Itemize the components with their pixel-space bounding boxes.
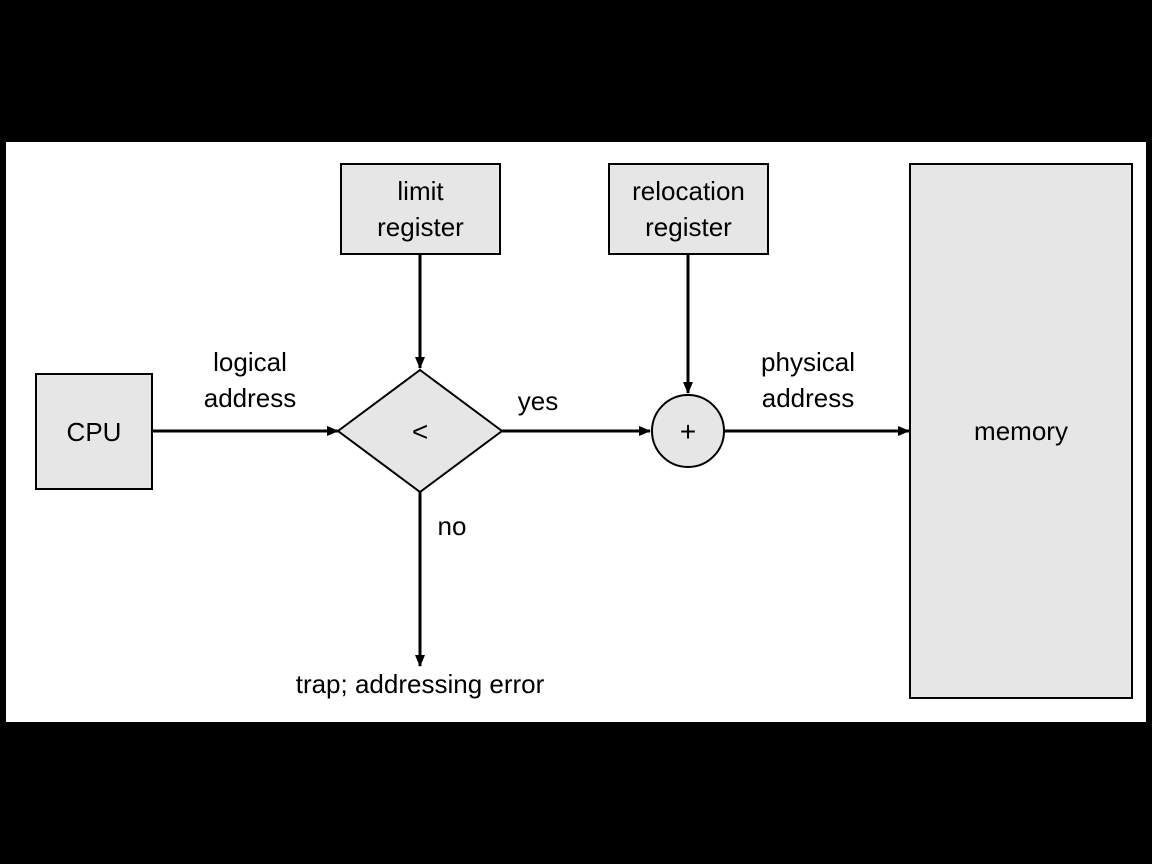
- relocation-register-line-2: register: [645, 212, 732, 242]
- logical-address-line-1: logical: [213, 347, 287, 377]
- memory-box: memory: [909, 163, 1133, 699]
- limit-register-box: limit register: [340, 163, 501, 255]
- physical-address-line-1: physical: [761, 347, 855, 377]
- physical-address-label: physical address: [738, 344, 878, 416]
- relocation-register-box: relocation register: [608, 163, 769, 255]
- yes-label: yes: [517, 386, 559, 416]
- memory-label: memory: [974, 416, 1068, 446]
- limit-register-line-1: limit: [397, 176, 444, 206]
- cpu-label: CPU: [66, 416, 122, 447]
- no-label: no: [437, 511, 467, 541]
- compare-operator: <: [412, 416, 428, 447]
- physical-address-line-2: address: [761, 383, 855, 413]
- logical-address-label: logical address: [180, 344, 320, 416]
- limit-register-line-2: register: [377, 212, 464, 242]
- logical-address-line-2: address: [203, 383, 297, 413]
- adder-operator: +: [680, 416, 696, 447]
- trap-label: trap; addressing error: [295, 669, 545, 699]
- cpu-box: CPU: [35, 373, 153, 490]
- relocation-register-line-1: relocation: [632, 176, 745, 206]
